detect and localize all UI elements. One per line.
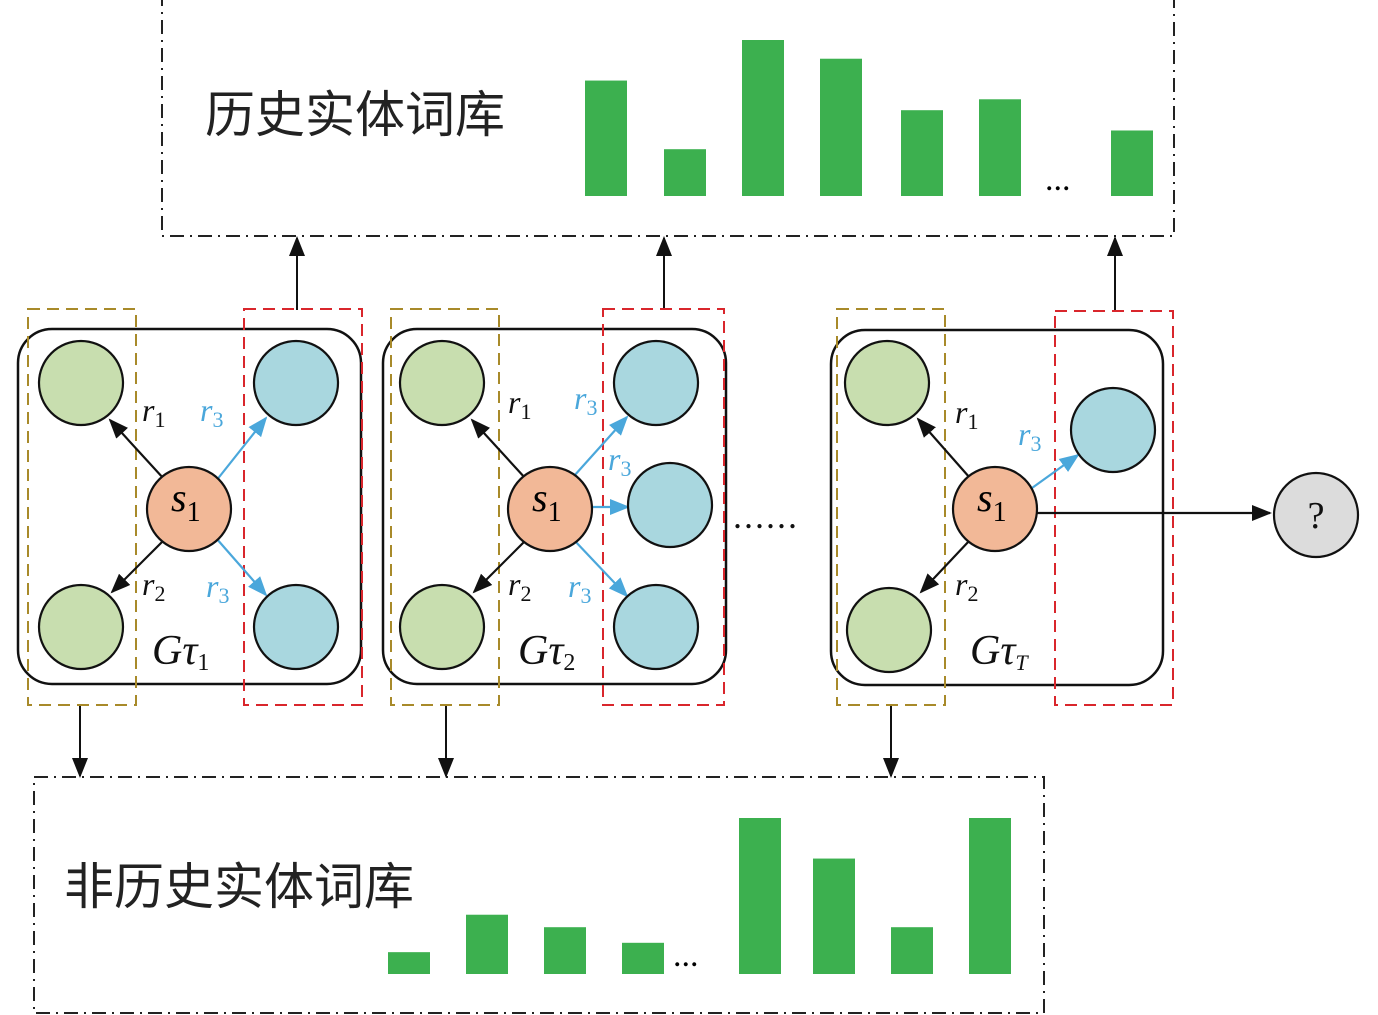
non-history-vocab-bar-1 [388, 952, 430, 974]
graph-2-r2-label: r2 [508, 566, 531, 606]
graph-1-edge-r1 [108, 418, 165, 480]
graph-2-edge-r3-up [573, 415, 629, 477]
graph-1-edge-r3-down [215, 537, 268, 597]
graph-T-subject-label: s1 [977, 475, 1007, 528]
graph-2-border [381, 327, 728, 686]
graph-1-history-node-bottom [37, 583, 125, 671]
query-node-label: ? [1308, 495, 1325, 537]
non-history-vocab-ellipsis: ... [673, 937, 699, 974]
graph-T-r2-label: r2 [955, 566, 978, 606]
graph-T-history-group [836, 308, 946, 706]
query-node: ? [1272, 471, 1360, 559]
history-vocab-panel: 历史实体词库 ... [161, 0, 1175, 237]
graph-2-history-node-bottom [398, 583, 486, 671]
non-history-vocab-bar-4 [622, 942, 664, 974]
history-vocab-ellipsis: ... [1045, 161, 1071, 198]
graph-2-new-node-bottom [612, 583, 700, 671]
graph-2-edge-r2 [472, 539, 527, 594]
graph-2-title: Gτ2 [518, 628, 575, 676]
graph-1-subject-node [145, 465, 233, 553]
graph-T-r3-label: r3 [1018, 416, 1041, 456]
graph-T-history-node-top [843, 339, 931, 427]
graph-T-edge-r2 [919, 539, 971, 594]
graph-T-r1-label: r1 [955, 394, 978, 434]
graph-1-subject-label: s1 [171, 475, 201, 528]
non-history-vocab-label: 非历史实体词库 [64, 858, 414, 916]
history-vocab-bar-5 [901, 110, 943, 196]
non-history-vocab-panel: 非历史实体词库 ... [33, 776, 1045, 1014]
graph-2-history-group [390, 308, 500, 706]
graph-T-history-node-bottom [845, 586, 933, 674]
graph-2-subject-label: s1 [532, 475, 562, 528]
graph-T-new-node [1069, 386, 1157, 474]
graph-2-r3-mid-label: r3 [608, 441, 631, 481]
graph-1-history-group [27, 308, 137, 706]
graph-1-r3-down-label: r3 [206, 568, 229, 608]
graph-1-edge-r2 [110, 539, 165, 594]
history-vocab-bar-2 [664, 149, 706, 196]
graph-1-new-node-bottom [252, 583, 340, 671]
graph-2-new-node-mid [626, 461, 714, 549]
graph-T-new-group [1054, 310, 1174, 706]
query-node-circle [1272, 471, 1360, 559]
non-history-vocab-bar-2 [466, 914, 508, 974]
graph-panel-1: s1 r1 r2 r3 r3 Gτ1 [16, 308, 363, 706]
graph-2-r3-up-label: r3 [574, 380, 597, 420]
history-vocab-bars [585, 40, 1153, 196]
graph-2-new-node-top [612, 339, 700, 427]
graph-T-border [829, 328, 1165, 687]
history-vocab-bar-6 [979, 99, 1021, 196]
graph-1-new-group [243, 308, 363, 706]
graph-T-subject-node [951, 465, 1039, 553]
graph-2-subject-node [506, 465, 594, 553]
graph-1-title: Gτ1 [152, 628, 209, 676]
non-history-vocab-bar-6 [813, 858, 855, 974]
graph-1-new-node-top [252, 339, 340, 427]
graph-1-r3-up-label: r3 [200, 392, 223, 432]
history-vocab-bar-7 [1111, 130, 1153, 196]
graph-1-history-node-top [37, 339, 125, 427]
graph-2-r3-down-label: r3 [568, 568, 591, 608]
history-vocab-bar-4 [820, 58, 862, 196]
graph-panel-2: s1 r1 r2 r3 r3 r3 Gτ2 [381, 308, 728, 706]
graph-1-edge-r3-up [215, 416, 268, 482]
between-panels-ellipsis: ...... [733, 496, 799, 536]
graph-2-r1-label: r1 [508, 384, 531, 424]
history-vocab-bar-3 [742, 40, 784, 196]
non-history-vocab-bar-3 [544, 927, 586, 974]
graph-panel-T: s1 r1 r2 r3 GτT [829, 308, 1272, 706]
non-history-vocab-border [33, 776, 1045, 1014]
graph-T-title: GτT [970, 628, 1029, 675]
graph-1-r2-label: r2 [142, 566, 165, 606]
graph-2-history-node-top [398, 339, 486, 427]
history-vocab-label: 历史实体词库 [205, 86, 505, 144]
graph-2-edge-r1 [470, 418, 527, 480]
non-history-vocab-bar-5 [739, 818, 781, 974]
graph-1-r1-label: r1 [142, 392, 165, 432]
graph-2-edge-r3-down [573, 539, 629, 598]
graph-T-edge-r1 [916, 417, 971, 479]
history-vocab-bar-1 [585, 80, 627, 196]
non-history-vocab-bars [388, 818, 1011, 974]
graph-T-edge-r3 [1031, 453, 1080, 489]
non-history-vocab-bar-7 [891, 927, 933, 974]
non-history-vocab-bar-8 [969, 818, 1011, 974]
